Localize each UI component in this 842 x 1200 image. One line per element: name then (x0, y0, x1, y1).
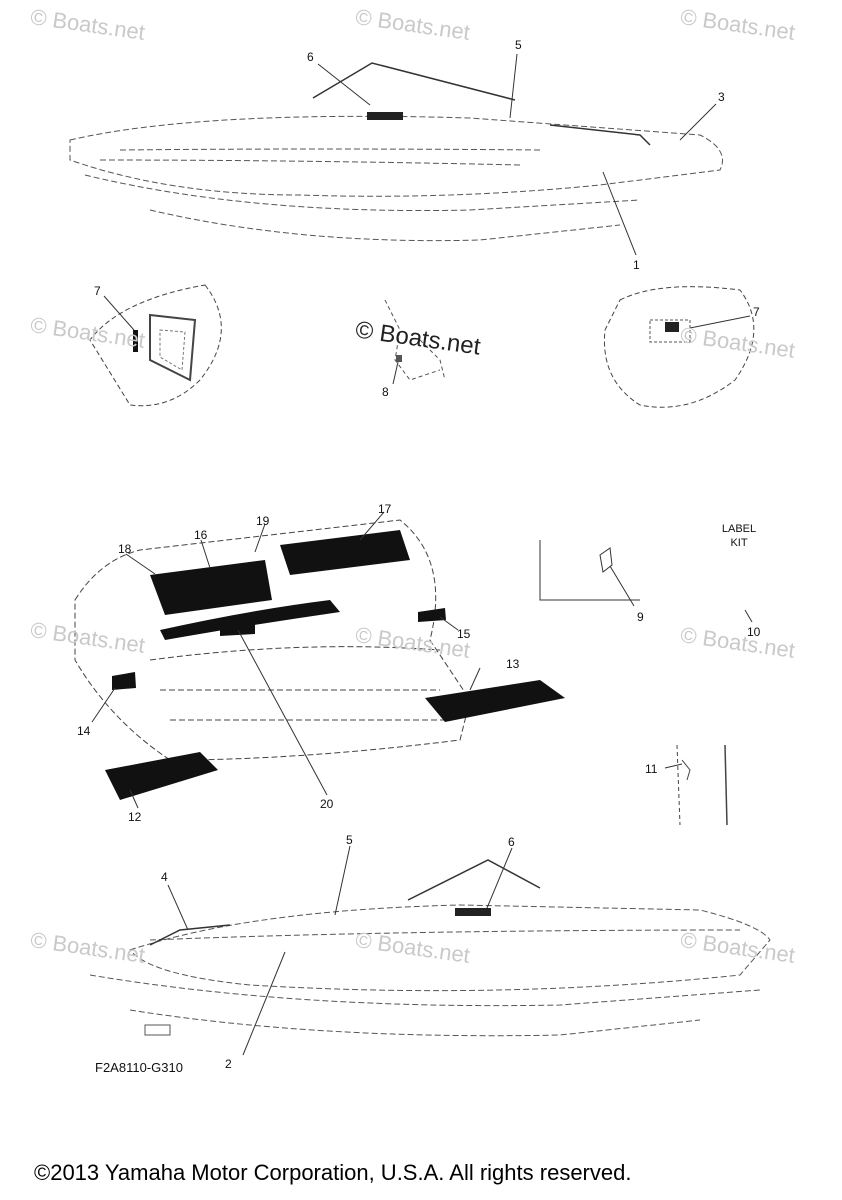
bottom-decal (455, 908, 491, 916)
left-detail-circle (89, 284, 222, 407)
bottom-boat-hull (129, 904, 771, 992)
copyright-notice: ©2013 Yamaha Motor Corporation, U.S.A. A… (34, 1160, 632, 1185)
deck-outline (74, 519, 471, 761)
diagram-code: F2A8110-G310 (95, 1060, 183, 1075)
callout-16: 16 (194, 528, 208, 542)
callout-7-left: 7 (94, 284, 101, 298)
mat-12 (105, 752, 218, 800)
part-9 (599, 547, 613, 573)
callout-1: 1 (633, 258, 640, 272)
top-boat-tower (312, 62, 516, 101)
callout-18: 18 (118, 542, 132, 556)
mat-20-top (160, 600, 340, 640)
top-boat-windscreen (549, 124, 651, 146)
callout-3: 3 (718, 90, 725, 104)
callout-14: 14 (77, 724, 91, 738)
top-decal (367, 112, 403, 120)
label-kit-caption: LABEL KIT (721, 523, 757, 549)
callout-19: 19 (256, 514, 270, 528)
part-11 (676, 744, 681, 826)
callout-9: 9 (637, 610, 644, 624)
mat-20-small (220, 622, 255, 636)
callout-10: 10 (747, 625, 761, 639)
callout-17: 17 (378, 502, 392, 516)
callout-2: 2 (225, 1057, 232, 1071)
right-detail-circle (603, 286, 755, 408)
callout-6-bottom: 6 (508, 835, 515, 849)
callout-8: 8 (382, 385, 389, 399)
part-8 (396, 355, 402, 362)
mat-16 (150, 560, 272, 615)
callout-7-right: 7 (753, 305, 760, 319)
mat-15 (418, 608, 446, 622)
top-boat-waterline (84, 174, 641, 212)
top-boat-keel (149, 209, 621, 242)
callout-11: 11 (645, 762, 658, 776)
callout-15: 15 (457, 627, 471, 641)
callout-5-top: 5 (515, 38, 522, 52)
mat-17 (280, 530, 410, 575)
mat-14 (112, 672, 136, 690)
callout-20: 20 (320, 797, 334, 811)
callout-6-top: 6 (307, 50, 314, 64)
bottom-boat-tower (407, 859, 541, 901)
left-detail-decal (133, 330, 138, 352)
right-detail-decal (665, 322, 679, 332)
callout-5-bottom: 5 (346, 833, 353, 847)
bottom-boat-windscreen (149, 924, 231, 946)
callout-13: 13 (506, 657, 520, 671)
callout-12: 12 (128, 810, 142, 824)
callout-4: 4 (161, 870, 168, 884)
top-boat-hull (69, 115, 723, 197)
mat-13 (425, 680, 565, 722)
bottom-stern-detail (144, 1024, 171, 1036)
